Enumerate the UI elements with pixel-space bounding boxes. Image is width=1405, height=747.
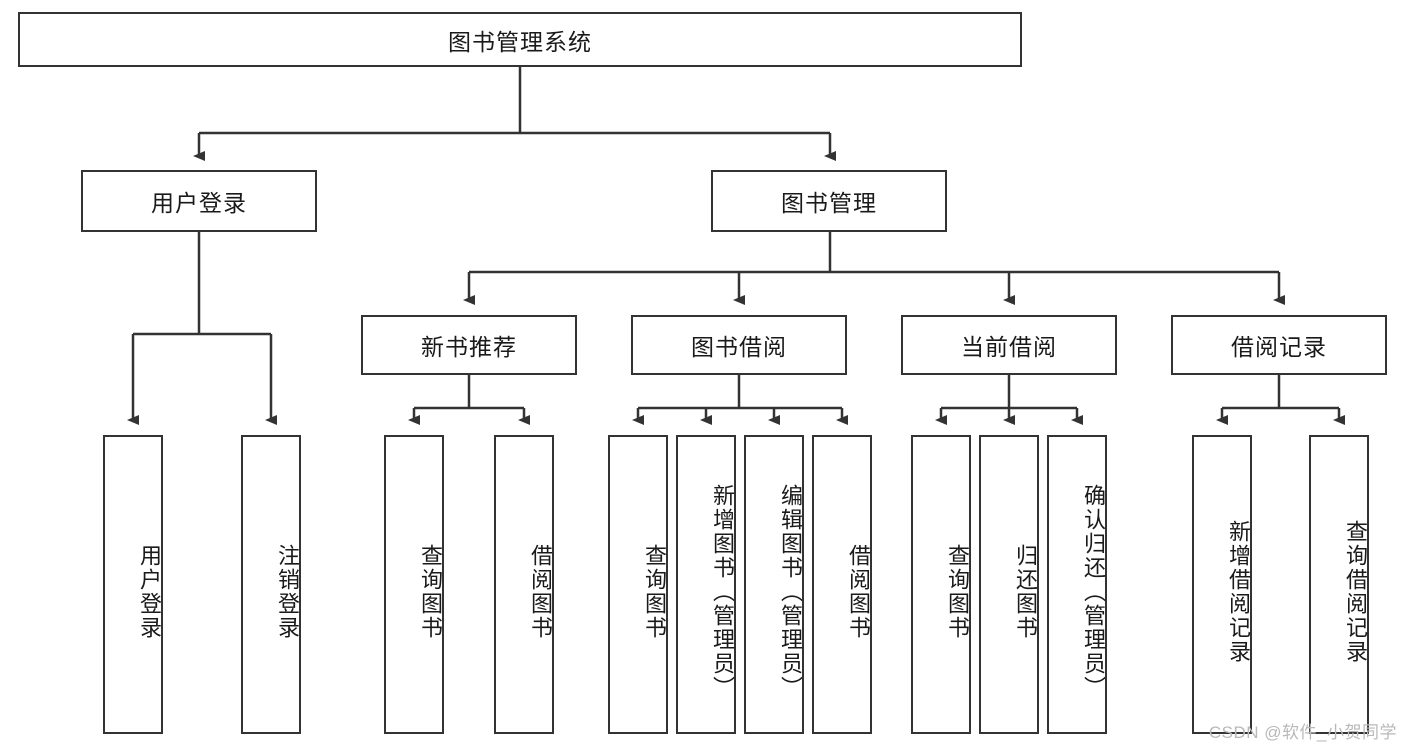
leaf-current-borrow-return-book[interactable]: 归还图书 — [979, 435, 1039, 734]
node-label: 查询图书 — [642, 543, 667, 640]
leaf-book-borrow-add-book-admin[interactable]: 新增图书（管理员） — [676, 435, 736, 734]
node-label: 图书管理系统 — [448, 28, 592, 55]
node-label: 注销登录 — [275, 543, 300, 640]
node-new-book-recommend[interactable]: 新书推荐 — [361, 315, 577, 375]
node-label: 借阅图书 — [528, 543, 553, 640]
node-root-book-management-system[interactable]: 图书管理系统 — [18, 12, 1022, 67]
node-label: 借阅记录 — [1231, 334, 1327, 360]
node-label: 查询借阅记录 — [1343, 519, 1368, 664]
node-label: 归还图书 — [1013, 543, 1038, 640]
node-book-management[interactable]: 图书管理 — [711, 170, 947, 232]
node-label: 当前借阅 — [961, 334, 1057, 360]
watermark: CSDN @软件_小贺同学 — [1208, 723, 1397, 742]
node-label: 查询图书 — [418, 543, 443, 640]
leaf-new-book-borrow-book[interactable]: 借阅图书 — [494, 435, 554, 734]
node-label: 借阅图书 — [846, 543, 871, 640]
leaf-user-login-login[interactable]: 用户登录 — [103, 435, 163, 734]
leaf-borrow-record-add-record[interactable]: 新增借阅记录 — [1192, 435, 1252, 734]
leaf-new-book-query-book[interactable]: 查询图书 — [384, 435, 444, 734]
node-label: 确认归还（管理员） — [1081, 483, 1106, 700]
node-label: 编辑图书（管理员） — [778, 483, 803, 700]
node-user-login[interactable]: 用户登录 — [81, 170, 317, 232]
node-label: 图书管理 — [781, 190, 877, 216]
node-borrow-record[interactable]: 借阅记录 — [1171, 315, 1387, 375]
node-label: 新增借阅记录 — [1226, 519, 1251, 664]
node-label: 新书推荐 — [421, 334, 517, 360]
node-label: 查询图书 — [945, 543, 970, 640]
leaf-borrow-record-query-record[interactable]: 查询借阅记录 — [1309, 435, 1369, 734]
node-current-borrow[interactable]: 当前借阅 — [901, 315, 1117, 375]
node-label: 用户登录 — [151, 190, 247, 216]
leaf-book-borrow-query-book[interactable]: 查询图书 — [608, 435, 668, 734]
leaf-book-borrow-edit-book-admin[interactable]: 编辑图书（管理员） — [744, 435, 804, 734]
node-label: 新增图书（管理员） — [710, 483, 735, 700]
leaf-book-borrow-borrow-book[interactable]: 借阅图书 — [812, 435, 872, 734]
node-book-borrow[interactable]: 图书借阅 — [631, 315, 847, 375]
leaf-current-borrow-confirm-return-admin[interactable]: 确认归还（管理员） — [1047, 435, 1107, 734]
leaf-user-login-logout[interactable]: 注销登录 — [241, 435, 301, 734]
node-label: 图书借阅 — [691, 334, 787, 360]
leaf-current-borrow-query-book[interactable]: 查询图书 — [911, 435, 971, 734]
node-label: 用户登录 — [137, 543, 162, 640]
